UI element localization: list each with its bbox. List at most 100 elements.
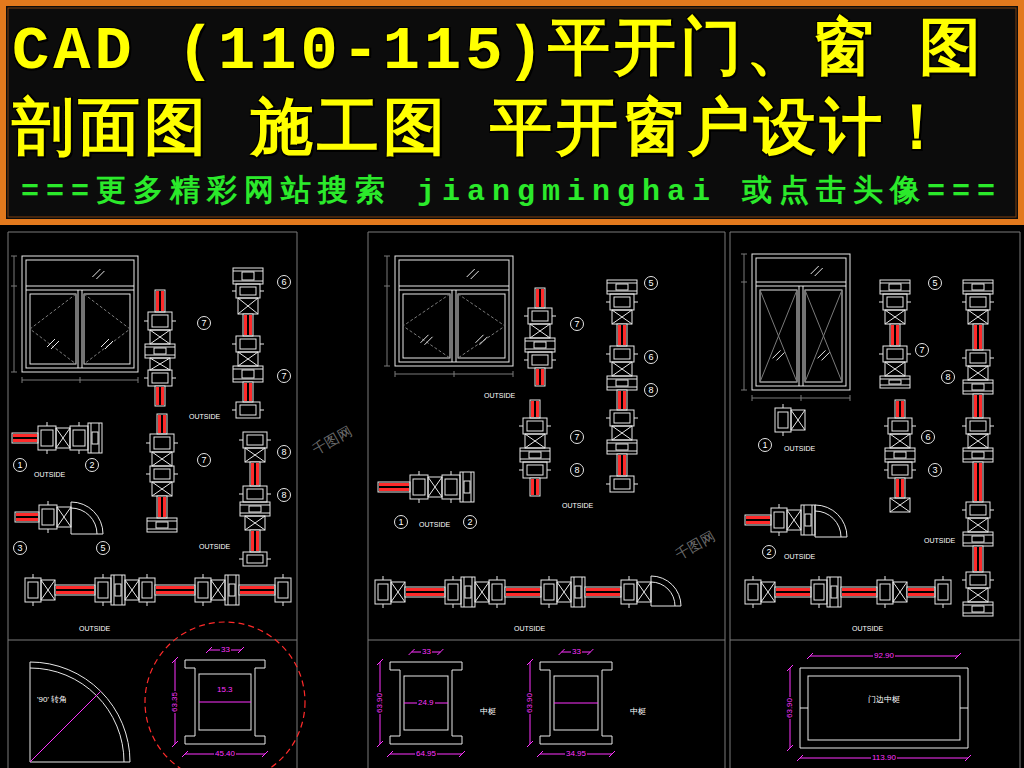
profile-outline (883, 294, 907, 310)
frame-profile (460, 472, 474, 502)
glass-frame (378, 482, 410, 492)
glass-frame (530, 478, 540, 496)
window-frame (756, 258, 846, 386)
frame-profile (240, 502, 270, 516)
profile-line (963, 535, 993, 536)
profile-chamber (544, 584, 554, 600)
glass-pane (896, 401, 899, 417)
frame-profile (225, 575, 239, 605)
profile-line (879, 302, 883, 303)
profile-chamber (28, 582, 38, 598)
profile-line (885, 604, 886, 608)
profile-line (233, 271, 263, 272)
profile-line (549, 576, 550, 580)
profile-chamber (42, 509, 54, 525)
profile-line (962, 426, 966, 427)
dimension-tick (807, 653, 813, 659)
profile-line (152, 452, 172, 466)
profile-line (147, 574, 148, 578)
profile-chamber (278, 582, 288, 598)
glass-frame (530, 400, 540, 418)
corner-profile (651, 582, 675, 606)
profile-line (990, 426, 994, 427)
profile-line (464, 577, 465, 607)
opening-symbol (760, 290, 797, 382)
frame-profile (145, 344, 175, 358)
callout-number: 6 (925, 433, 930, 442)
profile-line (912, 426, 916, 427)
glass-pane (249, 383, 252, 401)
profile-line (233, 281, 263, 282)
profile-line (525, 349, 555, 350)
profile-outline (70, 426, 88, 450)
profile-line (152, 482, 172, 496)
profile-line (524, 316, 528, 317)
profile-line (885, 362, 905, 376)
frame-profile (525, 338, 555, 352)
profile-line (41, 580, 55, 600)
profile-outline (610, 410, 634, 426)
dimension-line (30, 691, 101, 762)
profile-line (245, 516, 265, 530)
glass-pane (244, 315, 247, 335)
frame-profile (963, 380, 993, 394)
profile-chamber (240, 287, 256, 295)
side-label: OUTSIDE (513, 625, 546, 632)
corner-profile (71, 502, 103, 534)
side-label: OUTSIDE (188, 413, 221, 420)
profile-line (791, 410, 805, 430)
profile-line (144, 321, 148, 322)
glass-pane (623, 325, 626, 345)
profile-line (428, 477, 442, 497)
glass-pane (908, 593, 934, 596)
profile-line (943, 604, 944, 608)
profile-line (990, 358, 994, 359)
profile-outline (275, 578, 291, 602)
corner-profile (30, 662, 130, 762)
profile-line (122, 575, 123, 605)
profile-line (211, 580, 225, 600)
glass-frame (157, 496, 167, 518)
glass-mark (105, 341, 113, 349)
glass-mark (51, 341, 59, 349)
profile-line (963, 391, 993, 392)
glass-mark (822, 352, 830, 360)
profile-chamber (240, 339, 256, 349)
frame-profile (607, 440, 637, 454)
glass-mark (425, 337, 433, 345)
glass-frame (12, 433, 38, 443)
panel-border (368, 232, 725, 233)
dimension-line (744, 254, 745, 390)
glass-pane (163, 497, 166, 517)
profile-line (451, 471, 452, 475)
thermal-break (761, 582, 775, 602)
profile-line (383, 576, 384, 580)
profile-line (990, 580, 994, 581)
callout-number: 1 (398, 518, 403, 527)
glass-pane (974, 395, 977, 417)
profile-line (880, 283, 910, 284)
thermal-break (238, 352, 258, 366)
profile-chamber (614, 349, 630, 359)
callout-circle: 1 (394, 515, 408, 529)
profile-line (238, 298, 258, 314)
sash-frame (760, 290, 797, 382)
profile-outline (966, 350, 990, 366)
dimension-value: 15.3 (216, 686, 234, 694)
profile-line (530, 324, 550, 338)
banner-title: CAD (110-115)平开门、窗 图 剖面图 施工图 平开窗户设计！ (12, 12, 1016, 172)
profile-line (968, 366, 988, 380)
profile-chamber (616, 284, 628, 290)
profile-line (172, 378, 176, 379)
glass-pane (158, 497, 161, 517)
callout-circle: 7 (570, 430, 584, 444)
callout-circle: 3 (13, 541, 27, 555)
profile-line (890, 498, 910, 512)
thermal-break (391, 582, 405, 602)
glass-frame (239, 585, 275, 595)
dimension-tick (741, 390, 747, 391)
dimension-value: 45.40 (214, 750, 236, 758)
profile-chamber (249, 506, 261, 512)
frame-profile (801, 505, 815, 535)
profile-chamber (970, 421, 986, 431)
